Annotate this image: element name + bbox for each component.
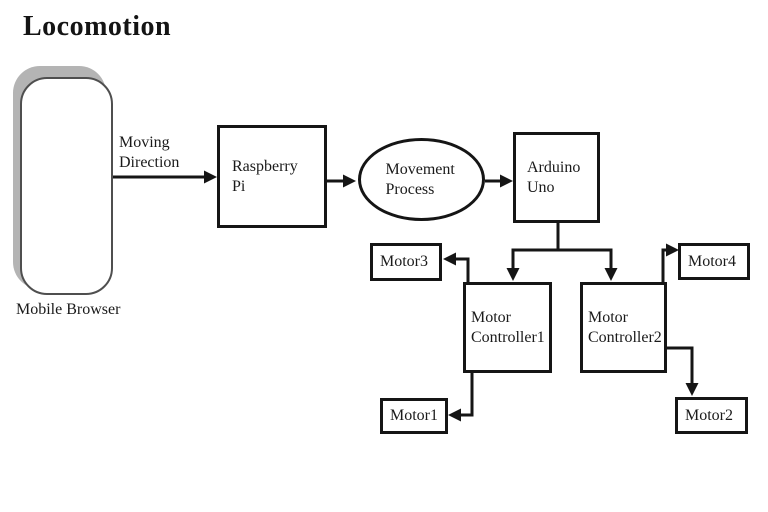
edge-controller1-to-motor3 <box>443 252 470 282</box>
mobile-browser-label: Mobile Browser <box>16 301 121 318</box>
node-motor1: Motor1 <box>380 398 448 434</box>
motor4-label: Motor4 <box>688 252 736 270</box>
mobile-browser-shape <box>20 77 113 295</box>
node-raspberry-pi: Raspberry Pi <box>217 125 327 228</box>
movement-process-label: Movement Process <box>385 160 455 198</box>
moving-direction-label: Moving Direction <box>119 134 180 171</box>
node-motor3: Motor3 <box>370 243 442 281</box>
node-arduino-uno: Arduino Uno <box>513 132 600 223</box>
node-motor-controller2: Motor Controller2 <box>580 282 667 373</box>
diagram-title: Locomotion <box>23 11 172 42</box>
arduino-uno-label: Arduino Uno <box>527 158 581 196</box>
edge-controller2-to-motor4 <box>661 243 679 282</box>
raspberry-pi-label: Raspberry Pi <box>232 157 298 195</box>
node-motor4: Motor4 <box>678 243 750 280</box>
node-motor-controller1: Motor Controller1 <box>463 282 552 373</box>
edge-controller2-to-motor2 <box>667 346 699 396</box>
node-motor2: Motor2 <box>675 397 748 434</box>
motor-controller1-label: Motor Controller1 <box>471 308 545 346</box>
edge-pi-to-process <box>327 174 356 188</box>
motor3-label: Motor3 <box>380 253 428 270</box>
motor2-label: Motor2 <box>685 406 733 424</box>
motor1-label: Motor1 <box>390 407 438 424</box>
node-movement-process: Movement Process <box>358 138 485 221</box>
edge-process-to-uno <box>485 174 513 188</box>
edge-uno-split <box>506 223 618 281</box>
motor-controller2-label: Motor Controller2 <box>588 308 662 346</box>
edge-controller1-to-motor1 <box>448 373 474 422</box>
